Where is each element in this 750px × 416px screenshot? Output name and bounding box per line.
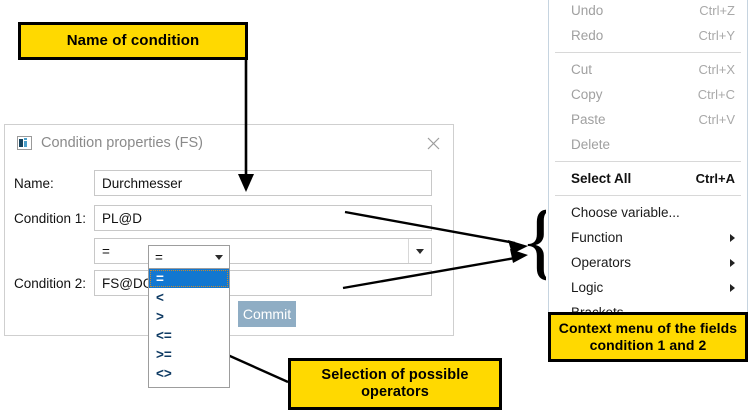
condition1-row: Condition 1: PL@D xyxy=(14,205,432,231)
callout-name-of-condition: Name of condition xyxy=(18,22,248,60)
brace-annotation: { xyxy=(520,196,546,288)
callout-operators-line1: Selection of possible xyxy=(321,366,469,383)
callout-context-line2: condition 1 and 2 xyxy=(589,337,707,353)
callout-context-line1: Context menu of the fields xyxy=(558,320,738,337)
callout-operators-line2: operators xyxy=(361,384,429,400)
menu-item-label: Copy xyxy=(571,87,603,102)
window-properties-icon xyxy=(17,136,32,150)
menu-item-function[interactable]: Function xyxy=(549,225,747,250)
menu-item-cut: Cut Ctrl+X xyxy=(549,57,747,82)
condition1-input[interactable]: PL@D xyxy=(94,205,432,231)
operator-dropdown-value: = xyxy=(155,249,163,265)
condition2-input[interactable]: FS@DG xyxy=(94,270,432,296)
menu-item-logic[interactable]: Logic xyxy=(549,275,747,300)
menu-separator xyxy=(555,195,741,196)
menu-item-shortcut: Ctrl+X xyxy=(698,62,735,77)
menu-item-shortcut: Ctrl+V xyxy=(698,112,735,127)
menu-item-label: Paste xyxy=(571,112,606,127)
operator-option[interactable]: = xyxy=(149,269,229,288)
name-row: Name: Durchmesser xyxy=(14,170,432,196)
chevron-down-icon[interactable] xyxy=(408,239,431,263)
callout-context-menu: Context menu of the fields condition 1 a… xyxy=(548,312,748,362)
operator-option[interactable]: <> xyxy=(156,366,172,381)
menu-item-select-all[interactable]: Select All Ctrl+A xyxy=(549,166,747,191)
menu-separator xyxy=(555,52,741,53)
operator-option[interactable]: < xyxy=(156,290,164,305)
menu-item-label: Cut xyxy=(571,62,593,77)
chevron-right-icon xyxy=(730,283,735,292)
menu-item-undo: Undo Ctrl+Z xyxy=(549,0,747,23)
condition1-label: Condition 1: xyxy=(14,210,87,226)
menu-item-delete: Delete xyxy=(549,132,747,157)
commit-button[interactable]: Commit xyxy=(238,301,296,327)
operator-option[interactable]: <= xyxy=(156,328,172,343)
name-input[interactable]: Durchmesser xyxy=(94,170,432,196)
menu-item-label: Select All xyxy=(571,171,632,186)
dialog-titlebar: Condition properties (FS) xyxy=(5,125,453,161)
menu-separator xyxy=(555,161,741,162)
menu-item-label: Undo xyxy=(571,3,604,18)
menu-item-label: Choose variable... xyxy=(571,205,680,220)
condition2-label: Condition 2: xyxy=(14,275,87,291)
chevron-right-icon xyxy=(730,258,735,267)
operator-combobox[interactable]: = xyxy=(94,238,432,264)
menu-item-paste: Paste Ctrl+V xyxy=(549,107,747,132)
dialog-title: Condition properties (FS) xyxy=(41,135,203,151)
menu-item-label: Redo xyxy=(571,28,604,43)
menu-item-shortcut: Ctrl+A xyxy=(695,171,735,186)
menu-item-label: Logic xyxy=(571,280,604,295)
close-icon[interactable] xyxy=(413,125,453,161)
context-menu[interactable]: Undo Ctrl+Z Redo Ctrl+Y Cut Ctrl+X Copy Ctrl+C P… xyxy=(548,0,748,320)
operator-dropdown-head[interactable]: = xyxy=(148,245,230,269)
menu-item-redo: Redo Ctrl+Y xyxy=(549,23,747,48)
menu-item-choose-variable[interactable]: Choose variable... xyxy=(549,200,747,225)
menu-item-operators[interactable]: Operators xyxy=(549,250,747,275)
callout-selection-of-operators: Selection of possible operators xyxy=(288,358,502,410)
menu-item-label: Operators xyxy=(571,255,632,270)
name-label: Name: xyxy=(14,175,54,191)
menu-item-label: Function xyxy=(571,230,623,245)
operator-dropdown-list[interactable]: =<><=>=<> xyxy=(148,269,230,388)
operator-combobox-value: = xyxy=(102,243,110,259)
menu-item-copy: Copy Ctrl+C xyxy=(549,82,747,107)
menu-item-shortcut: Ctrl+C xyxy=(697,87,735,102)
chevron-down-icon[interactable] xyxy=(209,246,229,268)
menu-item-shortcut: Ctrl+Z xyxy=(699,3,735,18)
operator-option[interactable]: >= xyxy=(156,347,172,362)
menu-item-label: Delete xyxy=(571,137,611,152)
menu-item-shortcut: Ctrl+Y xyxy=(698,28,735,43)
operator-option[interactable]: > xyxy=(156,309,164,324)
chevron-right-icon xyxy=(730,233,735,242)
